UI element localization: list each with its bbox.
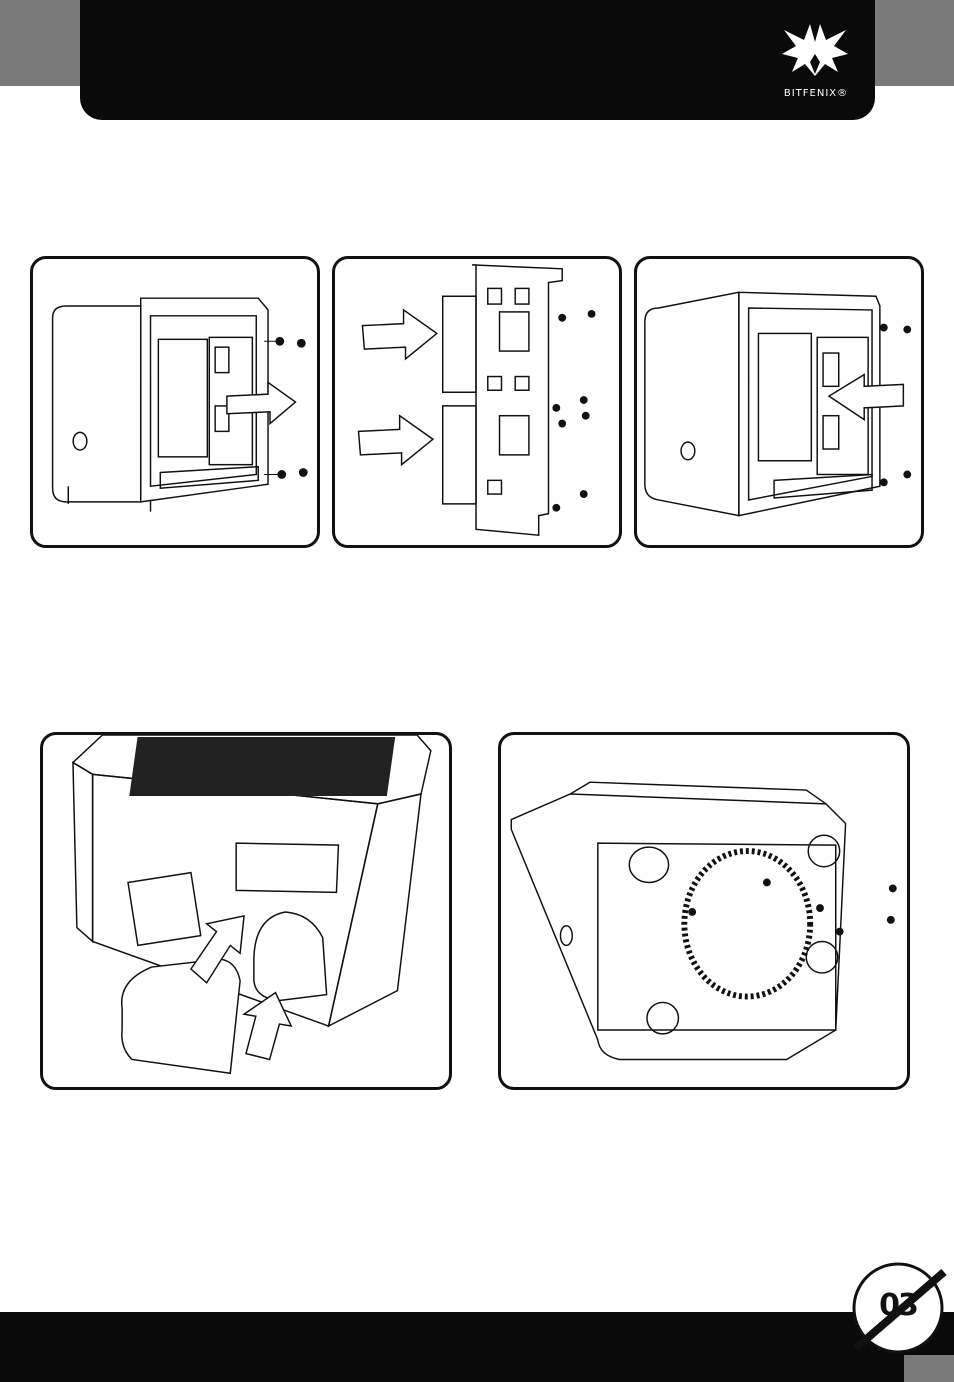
page-number: 03 [866, 1282, 930, 1330]
panel-install-hdd-cage [634, 256, 924, 548]
panel-mount-drives-bracket [332, 256, 622, 548]
header-bar [80, 0, 875, 120]
arrow-icon [829, 375, 903, 420]
screw-icon [688, 879, 896, 936]
header-right-tab [875, 0, 954, 86]
screw-icon [552, 310, 595, 512]
footer-right-tab [904, 1355, 954, 1382]
illustration-case-side-open [33, 259, 317, 545]
panel-insert-hard-drives [40, 732, 452, 1090]
arrow-icon [227, 382, 296, 423]
illustration-case-bottom [501, 735, 907, 1087]
vent-grid [129, 737, 395, 796]
panel-remove-hdd-cage [30, 256, 320, 548]
header-left-tab [0, 0, 80, 86]
illustration-case-hdd-insert [43, 735, 449, 1087]
illustration-drive-bracket [335, 259, 619, 545]
fan-grill [684, 851, 810, 997]
footer-bar [0, 1312, 954, 1382]
illustration-case-side-cage-in [637, 259, 921, 545]
arrow-icon [359, 310, 437, 465]
brand-logo-text: BITFENIX® [776, 88, 856, 99]
panel-bottom-cage-screws [498, 732, 910, 1090]
